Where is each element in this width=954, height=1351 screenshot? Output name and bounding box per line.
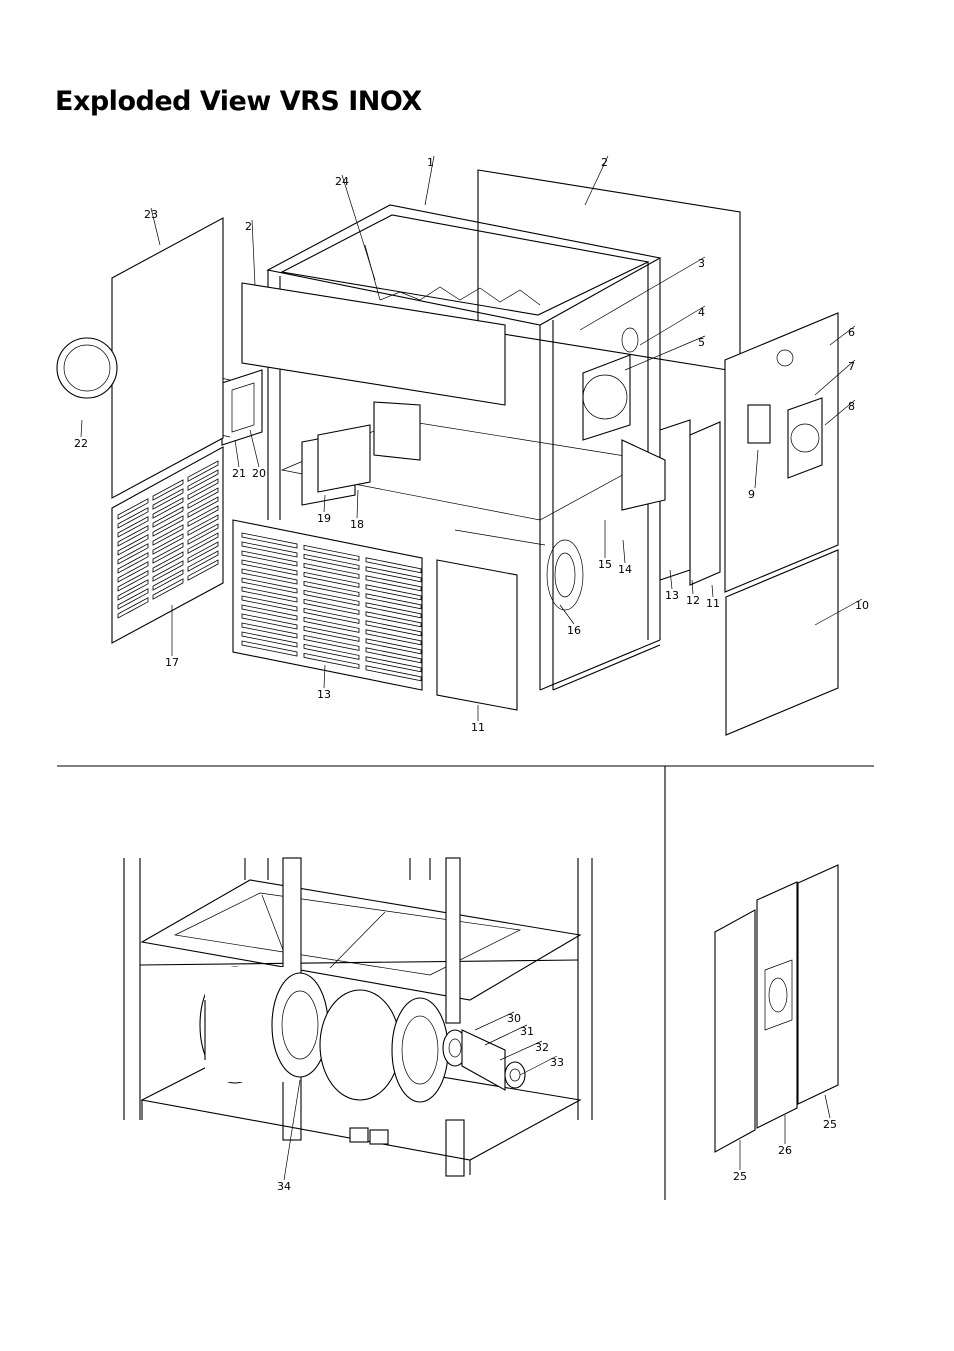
main-callout-14: 13 xyxy=(665,589,679,602)
main-callout-22: 20 xyxy=(252,467,266,480)
main-leader-14 xyxy=(669,569,673,590)
main-leader-6 xyxy=(829,325,856,346)
main-leader-1 xyxy=(584,155,609,206)
main-callout-17: 15 xyxy=(598,558,612,571)
side-panels-set xyxy=(714,864,839,1153)
main-callout-10: 10 xyxy=(855,599,869,612)
main-callout-18: 16 xyxy=(567,624,581,637)
panel-26 xyxy=(756,881,798,1129)
main-leader-21 xyxy=(323,494,326,513)
main-callout-25: 23 xyxy=(144,208,158,221)
panel-callout-2: 26 xyxy=(778,1144,792,1157)
fan-leader-4 xyxy=(283,1079,301,1181)
main-leader-5 xyxy=(624,335,706,371)
main-callout-21: 19 xyxy=(317,512,331,525)
fan-callout-0: 30 xyxy=(507,1012,521,1025)
main-leader-9 xyxy=(754,449,759,489)
front-door-panel xyxy=(436,559,518,711)
main-callout-7: 7 xyxy=(848,360,855,373)
main-callout-11: 11 xyxy=(471,721,485,734)
panel-25-right xyxy=(797,864,839,1105)
main-callout-26: 24 xyxy=(335,175,349,188)
main-leader-24 xyxy=(80,419,83,438)
main-leader-22 xyxy=(249,429,260,468)
front-top-panel xyxy=(241,282,506,406)
main-callout-24: 22 xyxy=(74,437,88,450)
main-leader-4 xyxy=(639,305,706,346)
main-leader-12 xyxy=(711,584,714,598)
main-leader-10 xyxy=(814,598,863,626)
fan-callout-4: 34 xyxy=(277,1180,291,1193)
main-callout-1: 2 xyxy=(601,156,608,169)
main-leader-0 xyxy=(424,155,435,206)
left-top-panel xyxy=(111,217,224,499)
main-callout-9: 9 xyxy=(748,488,755,501)
panel-25-left xyxy=(714,909,756,1153)
fan-leader-1 xyxy=(484,1024,528,1046)
fan-leader-0 xyxy=(474,1011,515,1031)
main-callout-13: 12 xyxy=(686,594,700,607)
main-leader-15 xyxy=(323,664,326,689)
main-callout-15: 13 xyxy=(317,688,331,701)
main-callout-20: 18 xyxy=(350,518,364,531)
main-callout-6: 6 xyxy=(848,326,855,339)
fan-callout-1: 31 xyxy=(520,1025,534,1038)
fan-assembly xyxy=(123,857,593,1177)
main-callout-19: 17 xyxy=(165,656,179,669)
main-assembly xyxy=(56,169,839,736)
main-callout-8: 8 xyxy=(848,400,855,413)
main-callout-0: 1 xyxy=(427,156,434,169)
fan-callout-3: 33 xyxy=(550,1056,564,1069)
main-leader-20 xyxy=(356,489,359,519)
main-leader-3 xyxy=(579,256,706,331)
panel-callout-0: 25 xyxy=(733,1170,747,1183)
main-leader-7 xyxy=(814,359,856,396)
main-leader-26 xyxy=(341,174,376,281)
panel-leader-1 xyxy=(824,1094,831,1119)
main-leader-16 xyxy=(622,539,626,564)
panel-callout-1: 25 xyxy=(823,1118,837,1131)
main-callout-2: 2 xyxy=(245,220,252,233)
main-callout-4: 4 xyxy=(698,306,705,319)
side-panel xyxy=(724,312,839,593)
main-leader-25 xyxy=(150,207,161,246)
main-leader-2 xyxy=(251,219,256,286)
main-leader-13 xyxy=(691,579,694,595)
main-leader-18 xyxy=(559,604,575,625)
fan-callout-2: 32 xyxy=(535,1041,549,1054)
main-callout-12: 11 xyxy=(706,597,720,610)
fan-leader-3 xyxy=(519,1055,558,1076)
fan-leader-2 xyxy=(499,1040,543,1061)
main-leader-8 xyxy=(824,399,856,426)
page-title: Exploded View VRS INOX xyxy=(55,86,422,117)
bottom-side-panel xyxy=(725,549,839,736)
main-callout-23: 21 xyxy=(232,467,246,480)
main-leader-23 xyxy=(234,439,240,468)
main-callout-16: 14 xyxy=(618,563,632,576)
main-callout-5: 5 xyxy=(698,336,705,349)
main-callout-3: 3 xyxy=(698,257,705,270)
